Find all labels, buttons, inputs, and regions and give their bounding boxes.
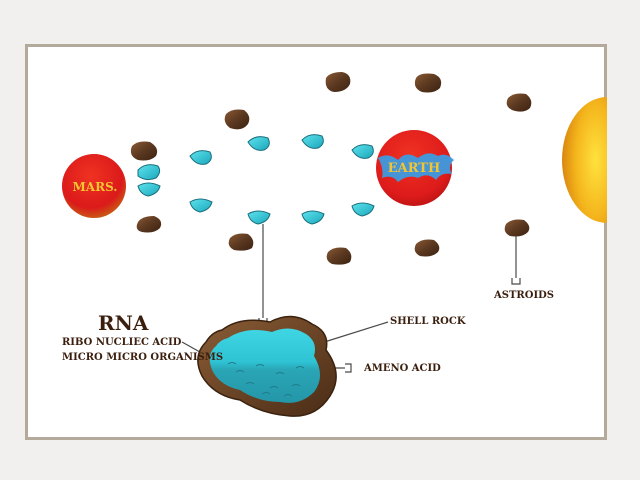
asteroid-rock (325, 72, 351, 92)
asteroid-rock (228, 233, 254, 251)
rna-title: RNA (98, 311, 149, 335)
earth-planet: EARTH (376, 130, 454, 206)
pointer-tick (345, 363, 352, 373)
astroids-label: ASTROIDS (493, 290, 554, 301)
asteroids (130, 72, 532, 265)
asteroid-rock (414, 239, 440, 257)
mars-planet: MARS. (62, 154, 126, 218)
micro-label: MICRO MICRO ORGANISMS (62, 352, 223, 363)
asteroid-rock (506, 93, 532, 112)
ice-fragment (137, 182, 161, 197)
ice-fragments (137, 134, 375, 225)
ice-fragment (301, 134, 324, 149)
ice-fragment (351, 144, 374, 159)
ribo-label: RIBO NUCLIEC ACID (62, 337, 182, 348)
ice-fragment (189, 150, 212, 165)
asteroid-rock (224, 109, 250, 130)
pointer-tick (511, 278, 521, 285)
water-ripples (227, 362, 305, 397)
ice-fragment (351, 202, 375, 217)
asteroid-rock (414, 73, 442, 93)
ice-fragment (301, 210, 325, 225)
asteroid-rock (136, 216, 162, 233)
ice-fragment (247, 210, 271, 225)
asteroid-rock (326, 247, 352, 265)
ice-fragment (247, 136, 270, 151)
earth-water-icon (378, 153, 454, 182)
asteroid-rock (130, 141, 158, 161)
ice-fragment (189, 198, 213, 213)
pointer-line (315, 321, 389, 347)
earth-label: EARTH (388, 161, 441, 176)
water-pool (209, 328, 320, 403)
asteroid-rock (504, 219, 530, 237)
ice-fragment (137, 164, 161, 181)
sun (562, 97, 607, 223)
shell-rock-label: SHELL ROCK (390, 316, 466, 327)
mars-label: MARS. (73, 180, 118, 194)
ameno-acid-label: AMENO ACID (363, 363, 441, 374)
shell-rock-pool (197, 315, 337, 417)
